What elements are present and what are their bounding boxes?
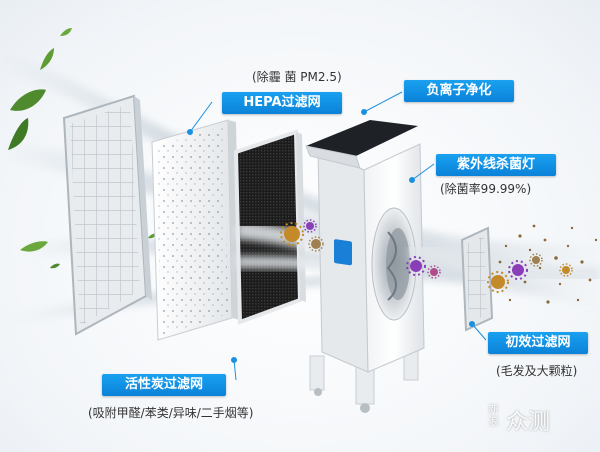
germ-icon [529, 253, 543, 267]
germ-icon [427, 265, 441, 279]
leaf-icon [40, 48, 54, 70]
leaf-icon [20, 241, 48, 252]
purifier-body [305, 120, 425, 413]
germ-icon [303, 219, 317, 233]
germ-icon [280, 222, 304, 246]
germs [280, 219, 573, 293]
uv-callout: 紫外线杀菌灯 [436, 154, 556, 176]
germ-icon [508, 260, 528, 280]
hepa-filter-panel [151, 119, 240, 341]
primary-callout: 初效过滤网 [488, 332, 588, 354]
uv-note: (除菌率99.99%) [440, 182, 532, 196]
dust-particles [498, 224, 598, 304]
grid-filter-panel [62, 94, 152, 336]
leaf-icon [60, 28, 72, 36]
hepa-callout: HEPA过滤网 [222, 92, 342, 114]
leaf-icon [10, 89, 46, 111]
ion-callout: 负离子净化 [404, 80, 514, 102]
germ-icon [487, 271, 509, 293]
germ-icon [406, 256, 426, 276]
leaf-icon [50, 263, 60, 269]
leaf-icon [8, 118, 29, 150]
watermark-brand: 众测 [506, 410, 551, 435]
primary-note: (毛发及大颗粒) [496, 364, 578, 378]
germ-icon [559, 263, 573, 277]
carbon-callout: 活性炭过滤网 [102, 374, 226, 396]
leader-lines [187, 91, 487, 381]
primary-filter-panel [460, 226, 494, 332]
hepa-note: (除霾 菌 PM2.5) [252, 70, 342, 84]
watermark-sina: 新 浪 [488, 403, 499, 428]
germ-icon [308, 236, 324, 252]
carbon-note: (吸附甲醛/苯类/异味/二手烟等) [88, 406, 254, 420]
